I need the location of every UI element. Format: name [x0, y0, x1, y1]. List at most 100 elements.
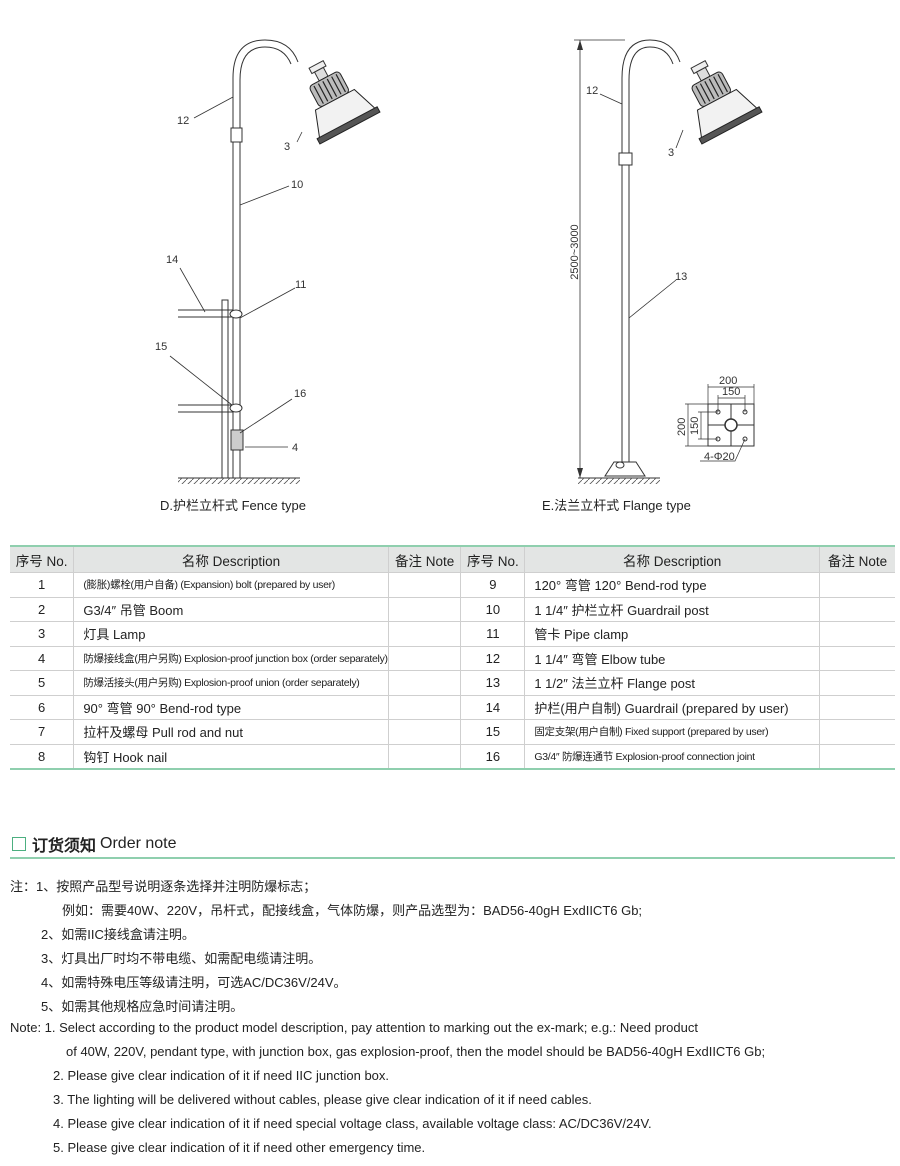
note-en-5: 5. Please give clear indication of it if…	[53, 1140, 426, 1155]
note-en-3: 3. The lighting will be delivered withou…	[53, 1092, 592, 1107]
header-description: 名称 Description	[524, 546, 820, 573]
cell-desc: 管卡 Pipe clamp	[524, 621, 820, 646]
cell-no: 4	[10, 645, 75, 671]
cell-desc: 1 1/4″ 护栏立杆 Guardrail post	[524, 596, 820, 622]
cell-no: 2	[10, 596, 75, 622]
cell-note	[388, 670, 462, 695]
note-cn-2: 2、如需IIC接线盒请注明。	[41, 927, 195, 942]
callout-3: 3	[668, 147, 674, 159]
note-en-2: 2. Please give clear indication of it if…	[53, 1068, 390, 1083]
flange-base-detail: 200 150 200 150 4-Φ20	[676, 375, 755, 463]
cell-desc: 防爆接线盒(用户另购) Explosion-proof junction box…	[73, 645, 389, 671]
callout-16: 16	[294, 388, 306, 400]
table-row: 1(膨胀)螺栓(用户自备) (Expansion) bolt (prepared…	[10, 572, 895, 597]
cell-desc: 钩钉 Hook nail	[73, 743, 389, 769]
cell-no: 8	[10, 743, 75, 769]
cell-note	[388, 694, 462, 720]
note-en-example: of 40W, 220V, pendant type, with junctio…	[66, 1044, 766, 1059]
cell-no: 3	[10, 621, 75, 646]
installation-drawings: 12 3 10 14 11 15 16 4 2500~3000 12 3 13	[155, 39, 763, 484]
header-note: 备注 Note	[819, 546, 895, 573]
header-description: 名称 Description	[73, 546, 389, 573]
order-note-heading: 订货须知 Order note	[12, 832, 177, 856]
header-note: 备注 Note	[388, 546, 462, 573]
cell-no: 15	[460, 719, 526, 744]
cell-desc: 防爆活接头(用户另购) Explosion-proof union (order…	[73, 670, 389, 695]
cell-no: 13	[460, 670, 526, 695]
cell-no: 7	[10, 719, 75, 744]
callout-10: 10	[291, 179, 303, 191]
cell-desc: 90° 弯管 90° Bend-rod type	[73, 694, 389, 720]
order-note-title-cn: 订货须知	[32, 838, 97, 855]
cell-no: 10	[460, 596, 526, 622]
cell-note	[819, 670, 895, 695]
checkbox-square-icon	[12, 837, 26, 851]
dim-200-vertical: 200	[676, 418, 688, 436]
cell-desc: 拉杆及螺母 Pull rod and nut	[73, 719, 389, 744]
order-note-title-en: Order note	[100, 835, 177, 852]
cell-note	[388, 645, 462, 671]
cell-note	[388, 743, 462, 769]
callout-15: 15	[155, 341, 167, 353]
table-header: 序号 No. 名称 Description 备注 Note 序号 No. 名称 …	[10, 546, 895, 573]
cell-note	[388, 596, 462, 622]
cell-no: 6	[10, 694, 75, 720]
cell-no: 14	[460, 694, 526, 720]
dim-150-vertical: 150	[689, 417, 701, 435]
cell-note	[388, 572, 462, 597]
cell-desc: (膨胀)螺栓(用户自备) (Expansion) bolt (prepared …	[73, 572, 389, 597]
cell-no: 9	[460, 572, 526, 597]
cell-desc: 护栏(用户自制) Guardrail (prepared by user)	[524, 694, 820, 720]
flange-type-drawing: 2500~3000 12 3 13 2	[569, 39, 763, 484]
divider	[10, 857, 895, 859]
cell-note	[388, 621, 462, 646]
cell-no: 11	[460, 621, 526, 646]
callout-12: 12	[586, 85, 598, 97]
cell-no: 5	[10, 670, 75, 695]
cell-note	[388, 719, 462, 744]
callout-14: 14	[166, 254, 178, 266]
fence-type-drawing: 12 3 10 14 11 15 16 4	[155, 39, 381, 484]
flange-type-caption: E.法兰立杆式 Flange type	[542, 498, 691, 513]
note-en-4: 4. Please give clear indication of it if…	[53, 1116, 652, 1131]
cell-note	[819, 572, 895, 597]
cell-desc: G3/4″ 防爆连通节 Explosion-proof connection j…	[524, 743, 820, 769]
cell-note	[819, 694, 895, 720]
callout-4: 4	[292, 442, 298, 454]
cell-note	[819, 743, 895, 769]
lamp-icon	[285, 47, 381, 145]
cell-note	[819, 645, 895, 671]
note-cn-example: 例如：需要40W、220V，吊杆式，配接线盒，气体防爆，则产品选型为：BAD56…	[62, 903, 643, 918]
cell-no: 1	[10, 572, 75, 597]
hole-spec: 4-Φ20	[704, 451, 735, 463]
header-no: 序号 No.	[10, 546, 75, 573]
cell-no: 16	[460, 743, 526, 769]
cell-desc: 120° 弯管 120° Bend-rod type	[524, 572, 820, 597]
lamp-icon	[667, 47, 763, 145]
cell-note	[819, 596, 895, 622]
fence-type-caption: D.护栏立杆式 Fence type	[160, 498, 306, 513]
callout-11: 11	[295, 279, 306, 291]
dim-150: 150	[722, 386, 740, 398]
cell-note	[819, 621, 895, 646]
cell-no: 12	[460, 645, 526, 671]
note-cn-4: 4、如需特殊电压等级请注明，可选AC/DC36V/24V。	[41, 975, 347, 990]
cell-desc: 固定支架(用户自制) Fixed support (prepared by us…	[524, 719, 820, 744]
dim-200: 200	[719, 375, 737, 387]
note-cn-5: 5、如需其他规格应急时间请注明。	[41, 999, 244, 1014]
callout-12: 12	[177, 115, 189, 127]
callout-3: 3	[284, 141, 290, 153]
cell-desc: 灯具 Lamp	[73, 621, 389, 646]
note-cn-3: 3、灯具出厂时均不带电缆、如需配电缆请注明。	[41, 951, 322, 966]
height-dimension: 2500~3000	[569, 224, 581, 279]
parts-table: 序号 No. 名称 Description 备注 Note 序号 No. 名称 …	[10, 545, 895, 770]
callout-13: 13	[675, 271, 687, 283]
